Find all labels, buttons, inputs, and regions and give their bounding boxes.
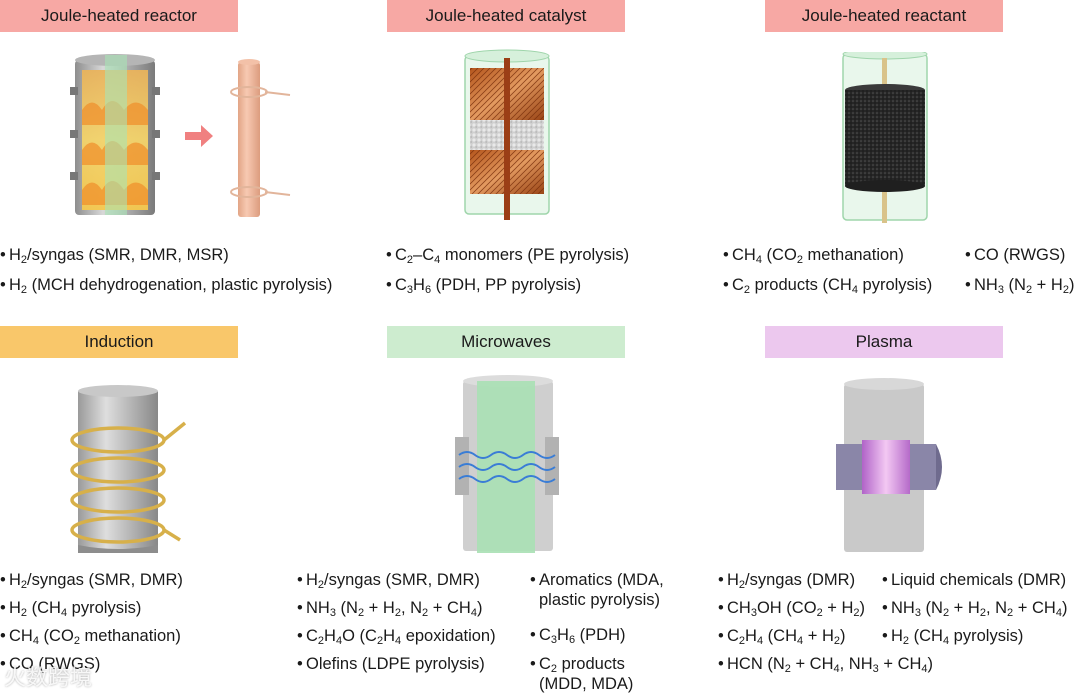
plasma-illustration	[836, 378, 942, 552]
bullet: •	[297, 571, 303, 589]
list-item: •H2/syngas (SMR, DMR, MSR)	[0, 246, 229, 266]
bullet: •	[0, 655, 6, 673]
watermark: 火数跨境	[4, 666, 93, 691]
list-item: •H2/syngas (SMR, DMR)	[0, 571, 183, 591]
list-item: •NH3 (N2 + H2, N2 + CH4)	[297, 599, 483, 619]
header-joule-heated-catalyst: Joule-heated catalyst	[387, 0, 625, 32]
list-item: •C2H4O (C2H4 epoxidation)	[297, 627, 496, 647]
bullet: •	[965, 246, 971, 264]
bullet: •	[0, 246, 6, 264]
bullet: •	[965, 276, 971, 294]
bullet: •	[718, 655, 724, 673]
bullet: •	[530, 571, 536, 589]
list-item: •NH3 (N2 + H2)	[965, 276, 1075, 296]
list-item: •Aromatics (MDA,	[530, 571, 664, 589]
list-item: •CO (RWGS)	[965, 246, 1066, 264]
microwaves-illustration	[455, 375, 559, 553]
bullet: •	[718, 599, 724, 617]
bullet: •	[882, 571, 888, 589]
list-item: plastic pyrolysis)	[539, 591, 661, 609]
induction-illustration	[70, 385, 187, 553]
list-item: •C2–C4 monomers (PE pyrolysis)	[386, 246, 630, 266]
bullet: •	[297, 599, 303, 617]
bullet: •	[386, 246, 392, 264]
list-item: •H2 (CH4 pyrolysis)	[0, 599, 142, 619]
bullet: •	[0, 627, 6, 645]
bullet: •	[0, 276, 6, 294]
bullet: •	[297, 655, 303, 673]
bullet: •	[0, 571, 6, 589]
list-item: •H2/syngas (DMR)	[718, 571, 856, 591]
bullet: •	[723, 276, 729, 294]
bullet: •	[882, 627, 888, 645]
bullet: •	[530, 626, 536, 644]
list-item: •Liquid chemicals (DMR)	[882, 571, 1067, 589]
list-item: •C2H4 (CH4 + H2)	[718, 627, 846, 647]
bullet: •	[723, 246, 729, 264]
header-induction: Induction	[0, 326, 238, 358]
list-item: •C2 products (CH4 pyrolysis)	[723, 276, 933, 296]
list-item: •Olefins (LDPE pyrolysis)	[297, 655, 485, 673]
list-item: •CH4 (CO2 methanation)	[0, 627, 181, 647]
joule-heated-reactant-illustration	[842, 52, 928, 223]
list-item: •C3H6 (PDH)	[530, 626, 626, 646]
joule-heated-reactor-illustration	[70, 54, 291, 217]
list-item: •C3H6 (PDH, PP pyrolysis)	[386, 276, 582, 296]
list-item: (MDD, MDA)	[539, 675, 634, 693]
header-microwaves: Microwaves	[387, 326, 625, 358]
joule-heated-catalyst-illustration	[464, 49, 550, 220]
list-item: •HCN (N2 + CH4, NH3 + CH4)	[718, 655, 934, 675]
bullet: •	[882, 599, 888, 617]
list-item: •CH4 (CO2 methanation)	[723, 246, 904, 266]
bullet: •	[297, 627, 303, 645]
header-plasma: Plasma	[765, 326, 1003, 358]
list-item: •C2 products	[530, 655, 625, 675]
bullet: •	[718, 627, 724, 645]
list-item: •H2/syngas (SMR, DMR)	[297, 571, 480, 591]
bullet: •	[386, 276, 392, 294]
list-item: •H2 (MCH dehydrogenation, plastic pyroly…	[0, 276, 333, 296]
list-item: •NH3 (N2 + H2, N2 + CH4)	[882, 599, 1068, 619]
list-item: •H2 (CH4 pyrolysis)	[882, 627, 1024, 647]
header-joule-heated-reactant: Joule-heated reactant	[765, 0, 1003, 32]
list-item: •CO (RWGS)	[0, 655, 101, 673]
list-item: •CH3OH (CO2 + H2)	[718, 599, 866, 619]
header-joule-heated-reactor: Joule-heated reactor	[0, 0, 238, 32]
bullet: •	[530, 655, 536, 673]
bullet: •	[718, 571, 724, 589]
bullet: •	[0, 599, 6, 617]
